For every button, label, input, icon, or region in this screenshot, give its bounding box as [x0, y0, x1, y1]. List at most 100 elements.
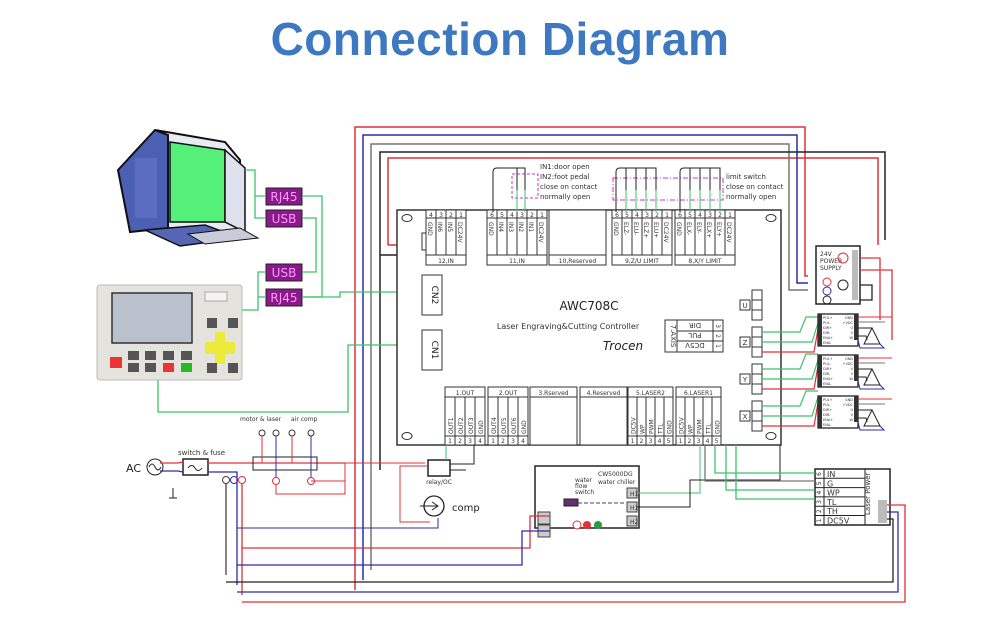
pin-number: 5: [715, 438, 719, 445]
pin-signal: TTL: [658, 423, 665, 435]
pin-number: 4: [698, 212, 702, 219]
svg-text:H1: H1: [630, 505, 639, 512]
pin-signal: IN3: [507, 222, 514, 232]
air-compressor: comp: [237, 465, 480, 529]
svg-text:RJ45: RJ45: [270, 291, 297, 305]
computer-ports: RJ45 USB: [265, 187, 303, 228]
pin-number: 4: [706, 438, 710, 445]
laser-power-signal: DC5V: [827, 517, 850, 526]
pin-number: 2: [449, 212, 453, 219]
pin-number: 3: [439, 212, 443, 219]
axis-port: Z: [739, 316, 819, 358]
switch-green-leads: [516, 190, 721, 212]
svg-text:normally open: normally open: [726, 193, 776, 201]
svg-text:USB: USB: [272, 212, 297, 226]
controller-model: AWC708C: [559, 299, 618, 313]
port-name: 10,Reserved: [559, 258, 597, 265]
svg-text:normally open: normally open: [540, 193, 590, 201]
svg-text:IN2:foot pedal: IN2:foot pedal: [540, 173, 590, 181]
driver-pin: DIR-: [823, 413, 831, 417]
bottom-port-group: 1.OUT1OUT12OUT23OUT34GND2.OUT1OUT42OUT53…: [444, 386, 722, 446]
svg-text:water chiller: water chiller: [598, 479, 636, 486]
pin-signal: WP: [640, 424, 647, 434]
driver-pin: PUL+: [823, 357, 833, 361]
svg-text:comp: comp: [452, 503, 480, 514]
laser-power-signal: TH: [826, 507, 838, 516]
axis-label: U: [742, 302, 747, 310]
laser-power-signal: TL: [826, 498, 837, 507]
pin-number: 1: [491, 438, 495, 445]
driver-pin: +VDC: [843, 321, 854, 325]
water-chiller: CW5000DG water chiller water flow switch…: [237, 445, 781, 566]
driver-pin: GND: [845, 357, 853, 361]
panel-direction-pad: [205, 332, 235, 364]
pin-number: 1: [679, 438, 683, 445]
port-name: 12,IN: [438, 258, 454, 265]
pin-number: 3: [649, 438, 653, 445]
driver-pin: V: [851, 372, 854, 376]
pin-number: 2: [640, 438, 644, 445]
pin-signal: GND: [675, 222, 682, 236]
svg-text:7.AXIS: 7.AXIS: [669, 325, 677, 348]
driver-pin: +VDC: [843, 403, 854, 407]
pin-signal: WP: [688, 424, 695, 434]
pin-number: 1: [728, 212, 732, 219]
pin-signal: GND: [715, 420, 722, 434]
svg-text:CN1: CN1: [429, 341, 439, 360]
pin-signal: IN5: [446, 222, 453, 232]
svg-text:switch & fuse: switch & fuse: [178, 449, 225, 457]
pin-number: 3: [645, 212, 649, 219]
wire-red-ps: [804, 155, 808, 277]
svg-text:24V: 24V: [820, 251, 833, 258]
pin-signal: IN2: [517, 222, 524, 232]
driver-pin: DIR+: [823, 408, 832, 412]
page-title: Connection Diagram: [270, 13, 730, 65]
svg-text:flow: flow: [575, 483, 587, 490]
pin-signal: ELU-: [632, 222, 639, 235]
driver-pin: ENA+: [823, 336, 833, 340]
svg-text:1: 1: [714, 344, 721, 348]
controller-board: AWC708C Laser Engraving&Cutting Controll…: [396, 209, 819, 446]
svg-text:CN2: CN2: [429, 286, 439, 305]
driver-pin: PUL+: [823, 398, 833, 402]
pin-signal: OUT3: [468, 417, 475, 434]
pin-number: 3: [708, 212, 712, 219]
wire-black-top: [379, 151, 886, 470]
controller-brand: Trocen: [603, 339, 643, 353]
driver-pin: U: [850, 408, 853, 412]
svg-text:close on contact: close on contact: [540, 183, 598, 191]
driver-pin: W: [850, 418, 854, 422]
svg-text:DC5V: DC5V: [685, 341, 705, 349]
port-name: 11,IN: [509, 258, 525, 265]
driver-pin: ENA-: [823, 341, 832, 345]
axis7-port: 7.AXIS DIR PUL DC5V 3 2 1: [664, 319, 724, 353]
pin-number: 4: [521, 438, 525, 445]
computer-icon: [116, 128, 260, 247]
pin-signal: ELX+: [705, 222, 712, 238]
wire-blue-outer: [362, 134, 798, 580]
port-name: 1.OUT: [456, 390, 475, 397]
pin-signal: GND: [612, 222, 619, 236]
port-name: 9,Z/U LIMIT: [625, 258, 659, 265]
panel-screen: [111, 292, 193, 344]
pin-number: 2: [458, 438, 462, 445]
pin-signal: ELZ+: [642, 222, 649, 238]
pin-signal: GND: [478, 420, 485, 434]
pin-number: 2: [688, 438, 692, 445]
pin-number: 6: [678, 212, 682, 219]
motor-icon: [863, 326, 881, 345]
control-panel: [96, 284, 243, 381]
laser-power-pin: 6: [816, 472, 823, 476]
pin-number: 4: [429, 212, 433, 219]
pin-signal: GND: [521, 420, 528, 434]
cn1-port: [421, 329, 443, 371]
port-name: 3.Rserved: [538, 390, 568, 397]
pin-number: 4: [635, 212, 639, 219]
axis-label: Z: [743, 339, 748, 347]
